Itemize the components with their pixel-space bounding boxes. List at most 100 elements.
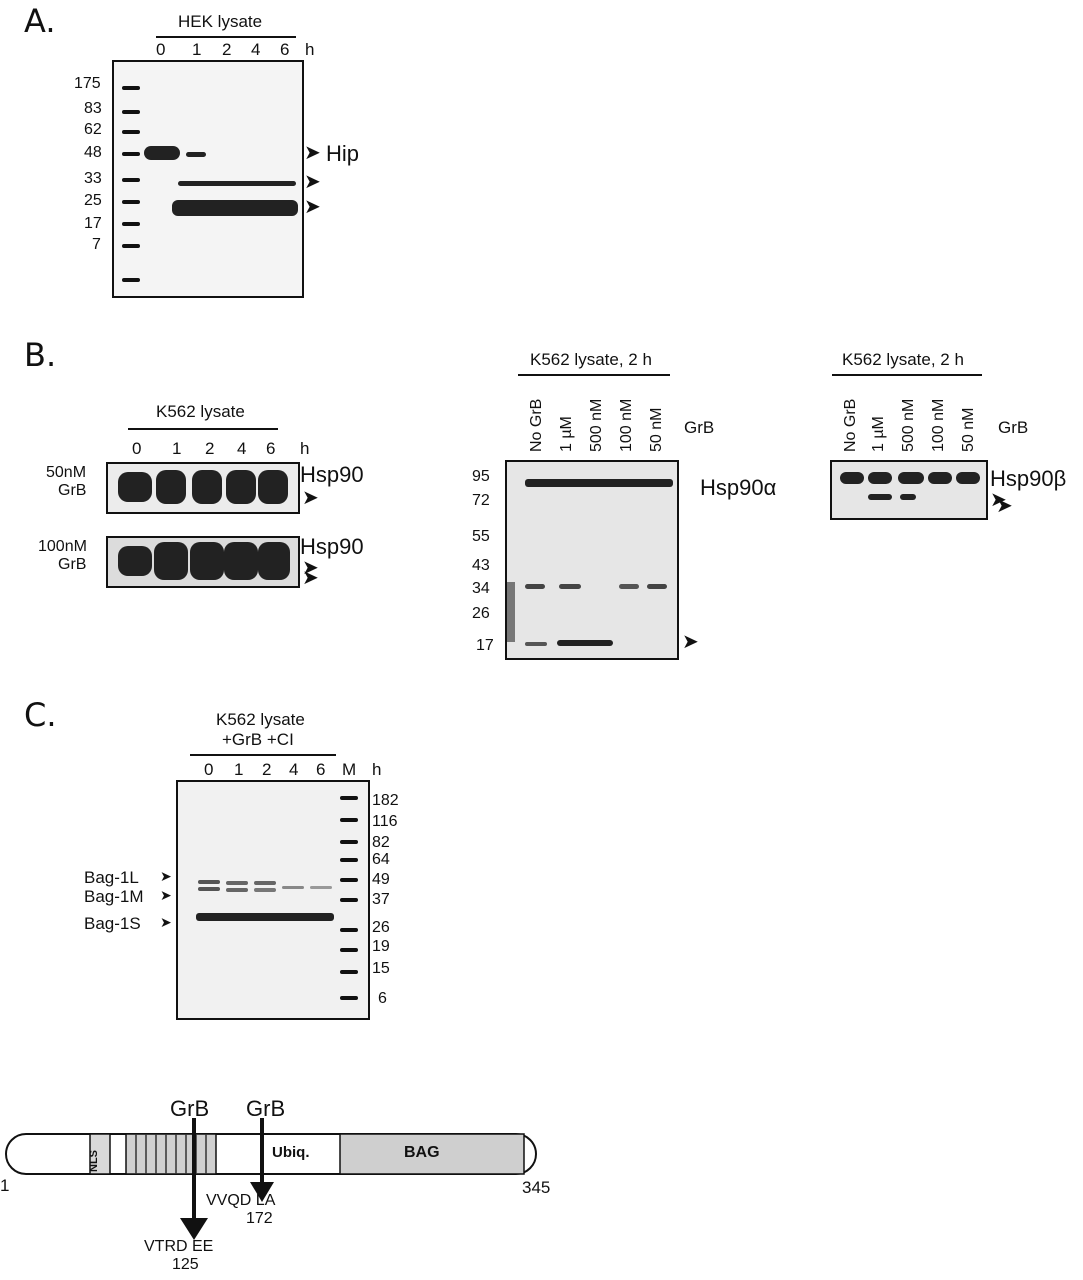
- hsp90-band: [226, 470, 256, 504]
- site1-position: 125: [172, 1256, 199, 1273]
- ladder-band: [340, 858, 358, 862]
- hsp90-band: [224, 542, 258, 580]
- panel-b-row1-conc: 50nM: [46, 464, 87, 481]
- band-34: [647, 584, 667, 589]
- arrow-head-icon: ➤: [996, 495, 1013, 517]
- repeat-domain: [125, 1133, 217, 1175]
- arrow-head-icon: ➤: [682, 631, 699, 653]
- fragment-band: [868, 494, 892, 500]
- ladder-band: [122, 86, 140, 90]
- site1-sequence: VTRD EE: [144, 1238, 214, 1255]
- panel-b-right-lysate-label: K562 lysate, 2 h: [842, 350, 964, 369]
- gel-edge-smear: [507, 582, 515, 642]
- band-34: [525, 584, 545, 589]
- arrow-head-icon: ➤: [304, 142, 321, 164]
- panel-c-time-0: 0: [204, 760, 214, 779]
- panel-c-band-label-1l: Bag-1L: [84, 868, 139, 887]
- panel-a-blot: [112, 60, 304, 298]
- panel-c-marker-49: 49: [372, 871, 390, 888]
- panel-b-left-blot-2: [106, 536, 300, 588]
- panel-c-marker-82: 82: [372, 834, 390, 851]
- domain-nls-label: NLS: [88, 1150, 100, 1172]
- panel-a-time-2: 2: [222, 40, 232, 59]
- panel-c-lysate-bar: [190, 754, 336, 756]
- arrow-head-icon: ➤: [302, 557, 319, 579]
- panel-c-treatment-label: +GrB +CI: [222, 730, 294, 749]
- site2-sequence: VVQD LA: [206, 1192, 276, 1209]
- bag-1m-band: [282, 886, 304, 889]
- panel-c-time-2: 2: [262, 760, 272, 779]
- panel-c-lysate-label: K562 lysate: [216, 710, 305, 729]
- hsp90-band: [190, 542, 224, 580]
- hsp90b-band: [840, 472, 864, 484]
- panel-b-mid-agent: GrB: [684, 418, 715, 437]
- panel-b-left-target-2: Hsp90: [300, 534, 364, 559]
- panel-b-left-time-unit: h: [300, 439, 310, 458]
- hsp90-band: [118, 546, 152, 576]
- ladder-band: [122, 130, 140, 134]
- panel-c-marker-19: 19: [372, 938, 390, 955]
- bag-1l-band: [226, 881, 248, 885]
- panel-b-mid-lysate-label: K562 lysate, 2 h: [530, 350, 652, 369]
- site2-position: 172: [246, 1210, 273, 1227]
- panel-a-target-label: Hip: [326, 141, 360, 166]
- panel-b-left-lysate-label: K562 lysate: [156, 402, 245, 421]
- hsp90-band: [118, 472, 152, 502]
- panel-c-marker-64: 64: [372, 851, 390, 868]
- arrow-head-icon: [250, 1182, 274, 1202]
- ladder-band: [340, 970, 358, 974]
- ladder-band: [340, 996, 358, 1000]
- panel-c-time-unit: h: [372, 760, 382, 779]
- panel-b-row2-conc: 100nM: [38, 538, 87, 555]
- hsp90b-band: [928, 472, 952, 484]
- hip-band-lane-0: [144, 146, 180, 160]
- panel-a-marker-48: 48: [84, 144, 102, 161]
- panel-b-left-lysate-bar: [128, 428, 278, 430]
- domain-ubiq-label: Ubiq.: [272, 1144, 310, 1161]
- ladder-band: [122, 178, 140, 182]
- panel-b-label: B.: [24, 336, 57, 374]
- panel-b-right-lysate-bar: [832, 374, 982, 376]
- site2-label: GrB: [246, 1096, 286, 1121]
- panel-a-marker-62: 62: [84, 121, 102, 138]
- ladder-band: [340, 878, 358, 882]
- ladder-band: [122, 244, 140, 248]
- panel-b-mid-marker-72: 72: [472, 492, 490, 509]
- bag-1l-band: [254, 881, 276, 885]
- hsp90a-band: [525, 479, 673, 487]
- ladder-band: [122, 200, 140, 204]
- arrow-head-icon: ➤: [304, 196, 321, 218]
- panel-c-label: C.: [24, 696, 57, 734]
- arrow-head-icon: ➤: [160, 887, 172, 903]
- band-34: [559, 584, 581, 589]
- arrow-head-icon: ➤: [160, 868, 172, 884]
- panel-b-right-target: Hsp90β: [990, 466, 1067, 491]
- panel-a-marker-33: 33: [84, 170, 102, 187]
- panel-b-left-time-1: 1: [172, 439, 182, 458]
- panel-a-lysate-bar: [156, 36, 296, 38]
- panel-a-marker-17: 17: [84, 215, 102, 232]
- panel-b-mid-target: Hsp90α: [700, 475, 777, 500]
- panel-a-time-6: 6: [280, 40, 290, 59]
- panel-b-mid-lysate-bar: [518, 374, 670, 376]
- panel-b-row2-agent: GrB: [58, 556, 87, 573]
- ladder-band: [122, 152, 140, 156]
- panel-a-label: A.: [24, 2, 56, 40]
- panel-b-row1-agent: GrB: [58, 482, 87, 499]
- bag-1s-band: [196, 913, 334, 921]
- panel-c-marker-lane: M: [342, 760, 357, 779]
- arrow-head-icon: ➤: [990, 489, 1007, 511]
- hsp90b-band: [868, 472, 892, 484]
- band-17: [525, 642, 547, 646]
- panel-c-marker-37: 37: [372, 891, 390, 908]
- panel-a-marker-7: 7: [92, 236, 101, 253]
- ladder-band: [122, 222, 140, 226]
- panel-c-blot: [176, 780, 370, 1020]
- panel-b-left-time-0: 0: [132, 439, 142, 458]
- panel-b-left-blot-1: [106, 462, 300, 514]
- ladder-band: [122, 110, 140, 114]
- panel-a-time-4: 4: [251, 40, 261, 59]
- panel-b-mid-blot: [505, 460, 679, 660]
- ladder-band: [340, 928, 358, 932]
